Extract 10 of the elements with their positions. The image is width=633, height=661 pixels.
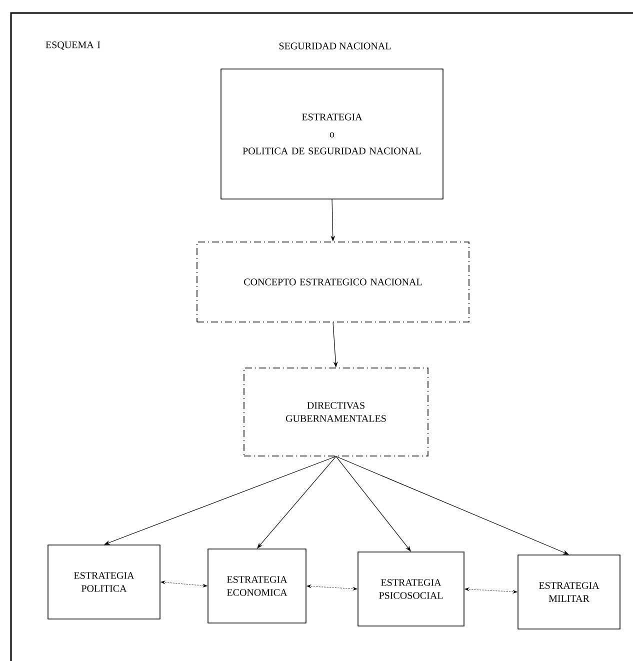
process-box: ESTRATEGIA o POLITICA DE SEGURIDAD NACIONAL xyxy=(220,68,444,200)
process-box: ESTRATEGIA POLITICA xyxy=(48,544,160,620)
process-box: ESTRATEGIA MILITAR xyxy=(518,554,620,630)
process-box: ESTRATEGIA ECONOMICA xyxy=(208,548,306,624)
heading: SEGURIDAD NACIONAL xyxy=(279,42,391,50)
dashdot-box: CONCEPTO ESTRATEGICO NACIONAL xyxy=(196,242,470,322)
arrow xyxy=(336,456,569,555)
dashdot-box: DIRECTIVAS GUBERNAMENTALES xyxy=(244,368,428,456)
scheme-label: ESQUEMA I xyxy=(46,42,100,50)
process-box: ESTRATEGIA PSICOSOCIAL xyxy=(358,552,464,626)
